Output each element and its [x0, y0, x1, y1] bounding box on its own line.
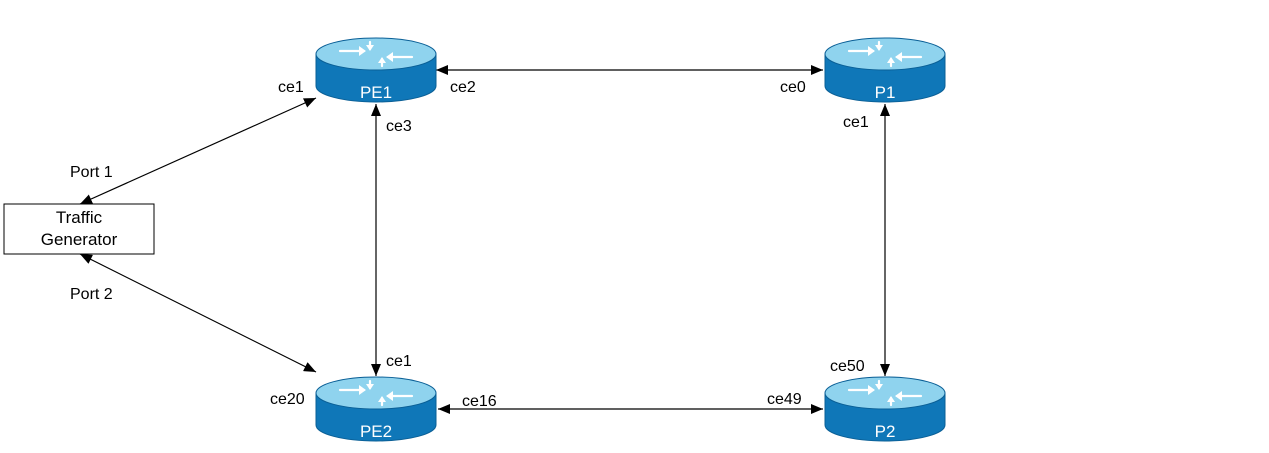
if-pe2-pe1: ce1: [386, 353, 412, 370]
traffic-generator: Traffic Generator: [3, 203, 155, 255]
router-p2: P2: [824, 376, 946, 442]
link-tg-pe1: [79, 97, 317, 205]
router-p1: P1: [824, 37, 946, 103]
router-pe2-name: PE2: [360, 422, 392, 441]
if-pe1-p1: ce2: [450, 79, 476, 96]
router-pe1: PE1: [315, 37, 437, 103]
if-p1-p2: ce1: [843, 114, 869, 131]
traffic-generator-label-line1: Traffic: [56, 208, 103, 227]
if-pe1-pe2: ce3: [386, 118, 412, 135]
router-icon: [315, 37, 437, 103]
router-icon: [824, 37, 946, 103]
link-tg-pe2: [79, 253, 317, 373]
if-p1-pe1: ce0: [780, 79, 806, 96]
if-pe1-tg: ce1: [278, 79, 304, 96]
router-p2-name: P2: [875, 422, 896, 441]
links: [79, 65, 890, 414]
traffic-generator-box: [3, 203, 155, 255]
traffic-generator-label-line2: Generator: [41, 230, 118, 249]
if-p2-p1: ce50: [830, 358, 865, 375]
port2-label: Port 2: [70, 286, 113, 303]
if-pe2-tg: ce20: [270, 391, 305, 408]
if-p2-pe2: ce49: [767, 391, 802, 408]
router-icon: [315, 376, 437, 442]
router-p1-name: P1: [875, 83, 896, 102]
router-pe1-name: PE1: [360, 83, 392, 102]
if-pe2-p2: ce16: [462, 393, 497, 410]
router-pe2: PE2: [315, 376, 437, 442]
router-icon: [824, 376, 946, 442]
port1-label: Port 1: [70, 164, 113, 181]
